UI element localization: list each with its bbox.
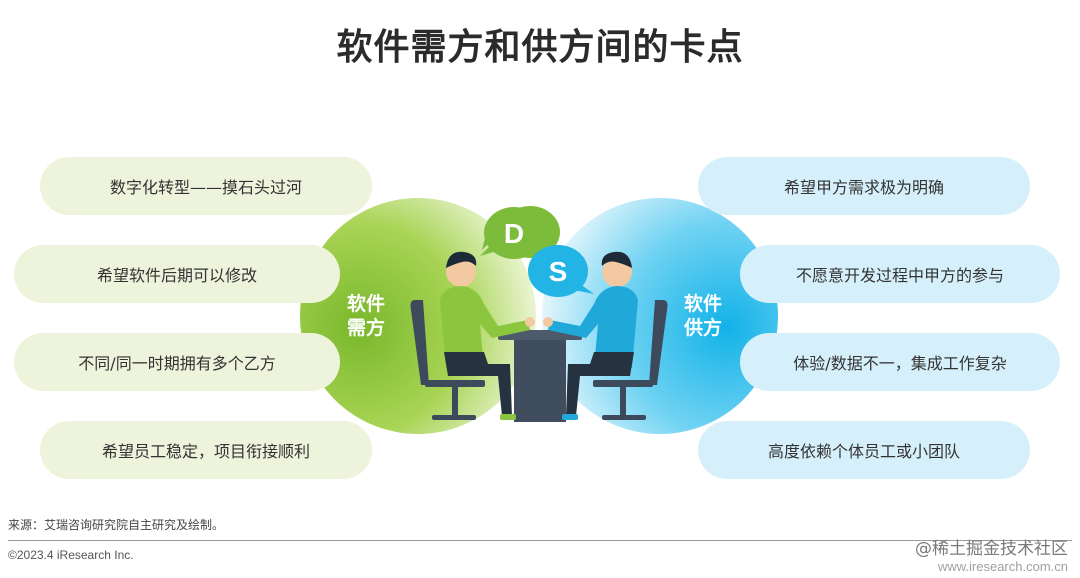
supply-item: 高度依赖个体员工或小团队 <box>698 421 1030 479</box>
demand-item: 希望员工稳定，项目衔接顺利 <box>40 421 372 479</box>
demand-label-line1: 软件 <box>346 293 385 315</box>
supply-label-line1: 软件 <box>683 293 722 315</box>
demand-item: 数字化转型——摸石头过河 <box>40 157 372 215</box>
demand-item: 希望软件后期可以修改 <box>14 245 340 303</box>
right-chair <box>593 300 668 420</box>
demand-item: 不同/同一时期拥有多个乙方 <box>14 333 340 391</box>
demand-speech-bubble: D <box>480 205 561 259</box>
supply-item: 不愿意开发过程中甲方的参与 <box>740 245 1060 303</box>
watermark-line1: @稀土掘金技术社区 <box>915 539 1068 559</box>
page-title: 软件需方和供方间的卡点 <box>336 27 744 68</box>
svg-text:D: D <box>504 218 524 249</box>
source-note: 来源：艾瑞咨询研究院自主研究及绘制。 <box>8 518 225 532</box>
supply-speech-bubble: S <box>528 245 594 297</box>
supply-item: 希望甲方需求极为明确 <box>698 157 1030 215</box>
left-chair <box>410 300 485 420</box>
demand-person <box>440 251 535 420</box>
watermark-line2: www.iresearch.com.cn <box>937 559 1068 574</box>
supply-circle-label: 软件 供方 <box>663 292 743 340</box>
watermark: @稀土掘金技术社区 www.iresearch.com.cn <box>915 540 1068 576</box>
supply-item: 体验/数据不一，集成工作复杂 <box>740 333 1060 391</box>
copyright: ©2023.4 iResearch Inc. <box>8 548 134 562</box>
demand-label-line2: 需方 <box>346 317 385 339</box>
footer-divider <box>8 540 1072 541</box>
meeting-table <box>498 330 582 422</box>
supply-label-line2: 供方 <box>683 317 722 339</box>
demand-circle-label: 软件 需方 <box>326 292 406 340</box>
supply-person <box>543 251 638 420</box>
svg-text:S: S <box>549 256 568 287</box>
